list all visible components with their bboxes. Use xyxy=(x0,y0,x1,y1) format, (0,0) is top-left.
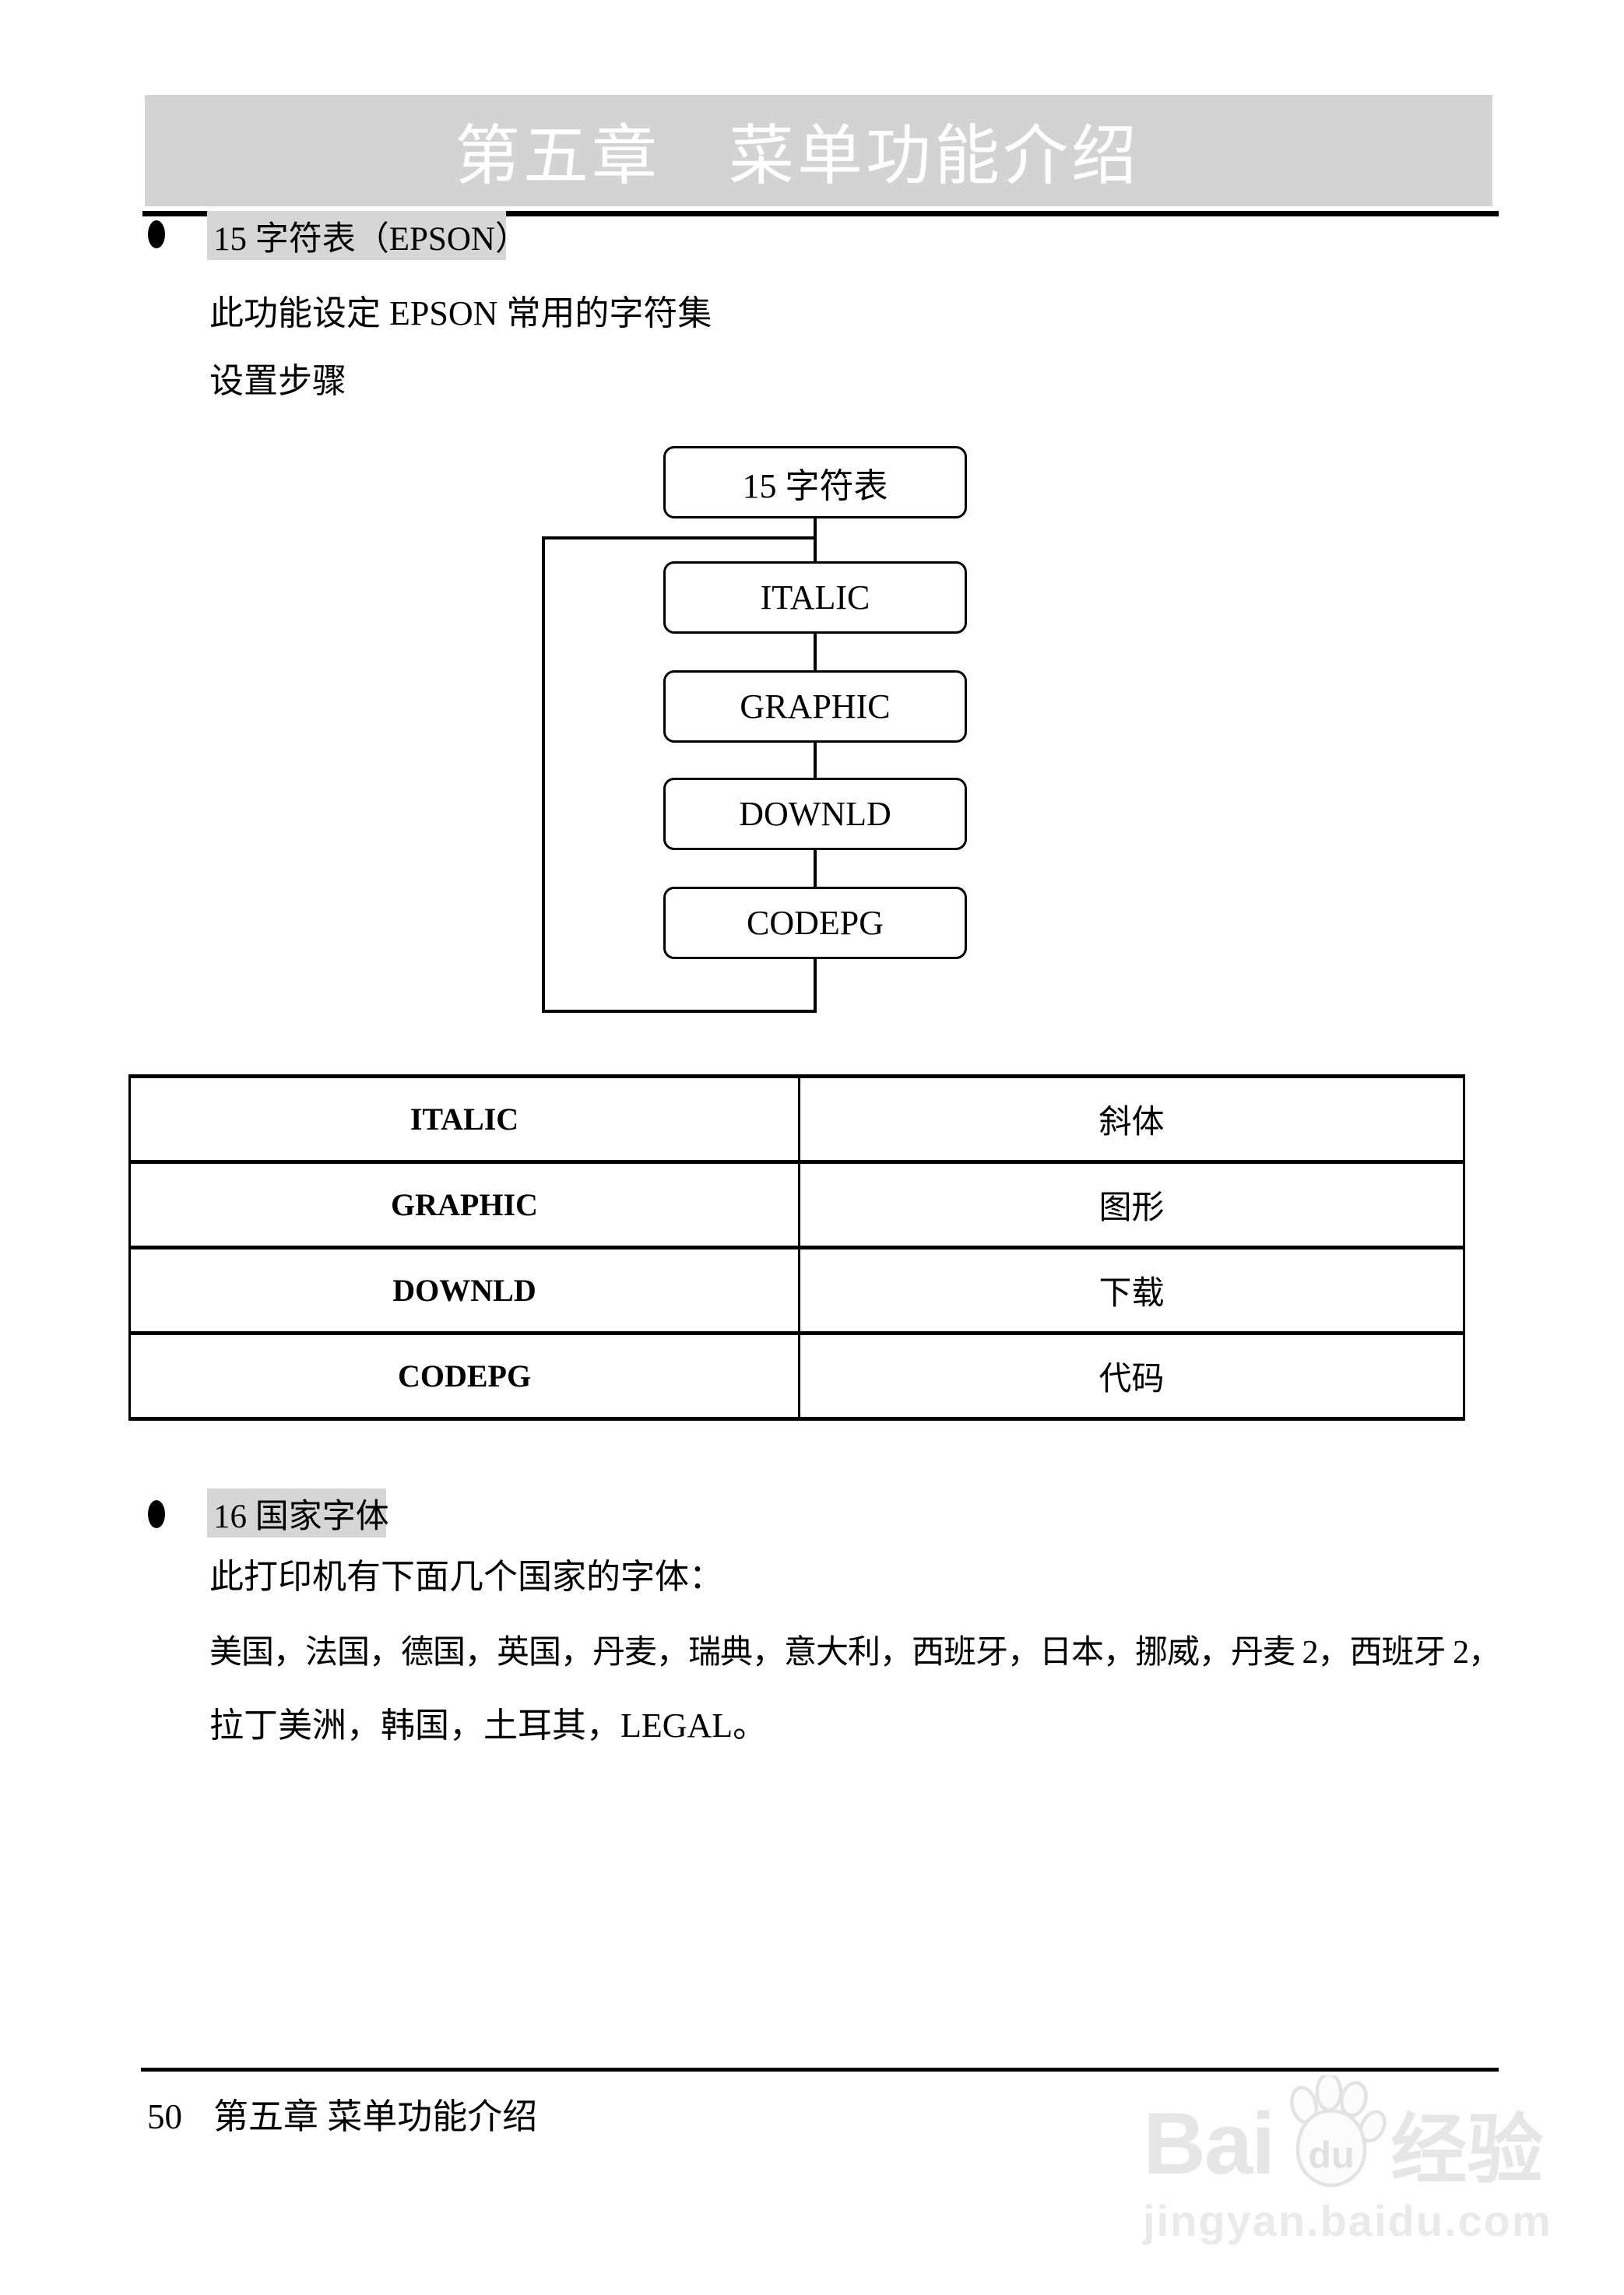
section15-body-line2: 设置步骤 xyxy=(209,362,346,400)
watermark-brand-right: du xyxy=(1309,2135,1355,2177)
table-cell-value: 代码 xyxy=(798,1331,1465,1421)
translation-table: ITALIC 斜体 GRAPHIC 图形 DOWNLD 下载 CODEPG 代码 xyxy=(128,1074,1465,1421)
watermark-url: jingyan.baidu.com xyxy=(1143,2196,1552,2245)
section15-heading-highlight: 15 字符表（EPSON） xyxy=(207,211,529,260)
section16-heading-highlight: 16 国家字体 xyxy=(207,1488,389,1538)
table-row: CODEPG 代码 xyxy=(128,1331,1465,1421)
flowchart-node-label: 15 字符表 xyxy=(742,466,888,505)
section15-heading: 15 字符表（EPSON） xyxy=(213,220,529,258)
table-cell-key: GRAPHIC xyxy=(128,1160,800,1249)
watermark-brand-left: Bai xyxy=(1143,2095,1275,2192)
table-row: DOWNLD 下载 xyxy=(128,1246,1465,1335)
watermark-brand-cn: 经验 xyxy=(1390,2107,1544,2192)
baidu-paw-icon: du xyxy=(1290,2075,1387,2188)
footer: 50 第五章 菜单功能介绍 xyxy=(147,2088,537,2139)
footer-rule xyxy=(141,2068,1499,2072)
flowchart-node-title: 15 字符表 xyxy=(663,446,967,518)
table-row: GRAPHIC 图形 xyxy=(128,1160,1465,1249)
table-cell-value: 图形 xyxy=(798,1160,1465,1249)
footer-page-number: 50 xyxy=(147,2097,182,2136)
watermark-logo-row: Bai du 经验 xyxy=(1143,2075,1548,2188)
flowchart-node-label: CODEPG xyxy=(746,904,884,942)
table-cell-key: DOWNLD xyxy=(128,1246,800,1335)
table-cell-key: ITALIC xyxy=(128,1074,800,1164)
flowchart-node-downld: DOWNLD xyxy=(663,778,967,850)
section16-heading: 16 国家字体 xyxy=(213,1498,389,1535)
flowchart-center-line xyxy=(814,518,817,1013)
flowchart-loop-left-line xyxy=(542,536,545,1013)
flowchart-node-label: ITALIC xyxy=(760,578,870,617)
section16-body-line2: 美国，法国，德国，英国，丹麦，瑞典，意大利，西班牙，日本，挪威，丹麦 2，西班牙… xyxy=(209,1635,1501,1671)
bullet-icon xyxy=(148,1500,165,1528)
table-cell-value: 斜体 xyxy=(798,1074,1465,1164)
baidu-jingyan-watermark: Bai du 经验 jingyan.baidu.com xyxy=(1143,2075,1552,2246)
chapter-header-bar: 第五章 菜单功能介绍 xyxy=(145,95,1492,206)
flowchart-node-label: DOWNLD xyxy=(739,795,891,833)
flowchart-node-graphic: GRAPHIC xyxy=(663,670,967,743)
table-cell-key: CODEPG xyxy=(128,1331,800,1421)
footer-chapter-text: 第五章 菜单功能介绍 xyxy=(213,2097,538,2136)
flowchart-loop-top-line xyxy=(542,536,817,539)
bullet-icon xyxy=(148,220,165,248)
flowchart-node-codepg: CODEPG xyxy=(663,887,967,959)
header-rule xyxy=(142,211,1499,216)
table-row: ITALIC 斜体 xyxy=(128,1074,1465,1164)
flowchart-node-label: GRAPHIC xyxy=(740,687,891,726)
flowchart-loop-bottom-line xyxy=(542,1010,817,1013)
chapter-title: 第五章 菜单功能介绍 xyxy=(455,121,1141,193)
table-cell-value: 下载 xyxy=(798,1246,1465,1335)
section16-body-line1: 此打印机有下面几个国家的字体： xyxy=(209,1558,723,1596)
section15-body-line1: 此功能设定 EPSON 常用的字符集 xyxy=(209,294,712,332)
flowchart-node-italic: ITALIC xyxy=(663,561,967,634)
section16-body-line3: 拉丁美洲，韩国，土耳其，LEGAL。 xyxy=(209,1706,768,1745)
